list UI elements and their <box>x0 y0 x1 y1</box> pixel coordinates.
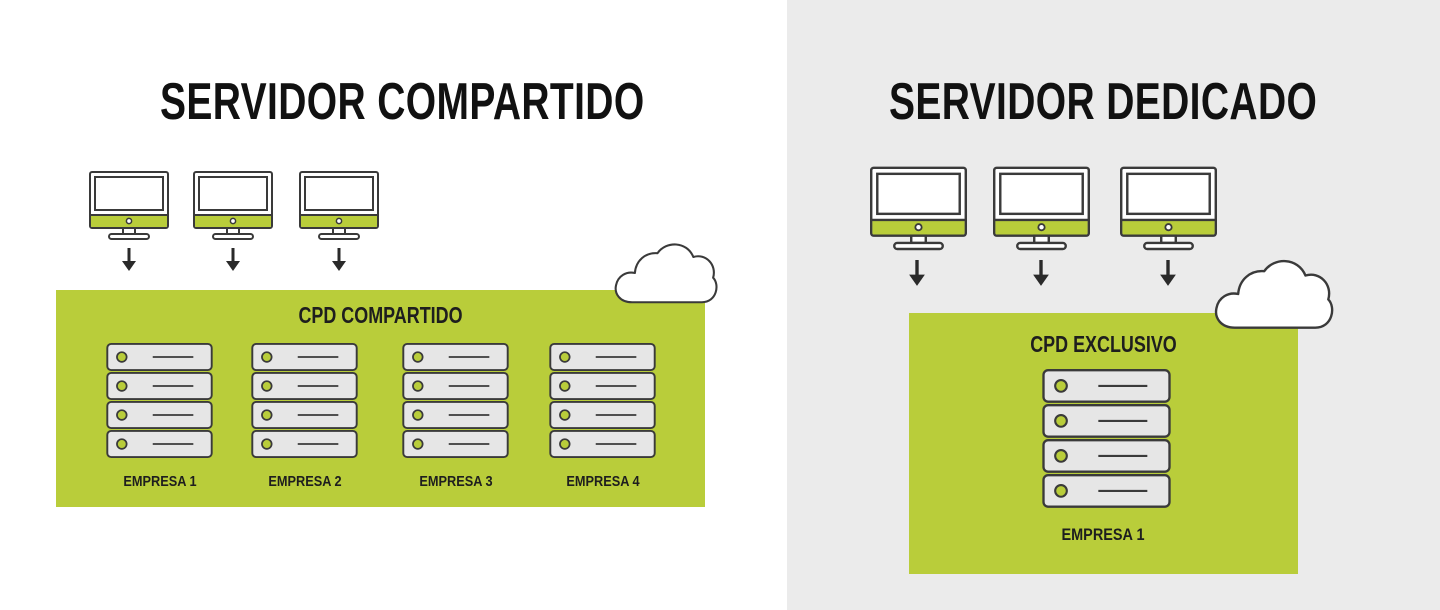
exclusive-datacenter-box: CPD EXCLUSIVO EMPRESA 1 <box>909 313 1298 574</box>
cloud-icon <box>613 240 719 306</box>
company-label: EMPRESA 1 <box>1061 525 1145 544</box>
shared-datacenter-box: CPD COMPARTIDO EMPRESA 1 EMPRESA 2 EMPRE… <box>56 290 705 507</box>
server-rack-icon <box>251 343 358 459</box>
computer-monitor-icon <box>1120 166 1217 252</box>
computer-monitor-icon <box>299 171 379 241</box>
down-arrow-icon <box>225 248 241 272</box>
server-rack-icon <box>402 343 509 459</box>
down-arrow-icon <box>121 248 137 272</box>
dedicated-server-title: SERVIDOR DEDICADO <box>889 73 1318 131</box>
server-rack-icon <box>106 343 213 459</box>
computer-monitor-icon <box>193 171 273 241</box>
down-arrow-icon <box>1032 260 1050 287</box>
shared-server-title: SERVIDOR COMPARTIDO <box>160 73 645 131</box>
cloud-icon <box>1211 256 1337 332</box>
down-arrow-icon <box>331 248 347 272</box>
company-label: EMPRESA 2 <box>268 473 342 490</box>
server-rack-icon <box>549 343 656 459</box>
computer-monitor-icon <box>89 171 169 241</box>
shared-server-panel: SERVIDOR COMPARTIDO CPD COMPARTIDO EMPRE… <box>56 73 719 507</box>
exclusive-datacenter-label: CPD EXCLUSIVO <box>1030 331 1177 357</box>
down-arrow-icon <box>1159 260 1177 287</box>
server-rack-icon <box>1042 369 1171 509</box>
company-label: EMPRESA 1 <box>123 473 197 490</box>
company-label: EMPRESA 3 <box>419 473 493 490</box>
company-label: EMPRESA 4 <box>566 473 640 490</box>
dedicated-server-panel: SERVIDOR DEDICADO CPD EXCLUSIVO EMPRESA … <box>787 0 1440 610</box>
down-arrow-icon <box>908 260 926 287</box>
computer-monitor-icon <box>870 166 967 252</box>
shared-datacenter-label: CPD COMPARTIDO <box>298 302 463 328</box>
computer-monitor-icon <box>993 166 1090 252</box>
